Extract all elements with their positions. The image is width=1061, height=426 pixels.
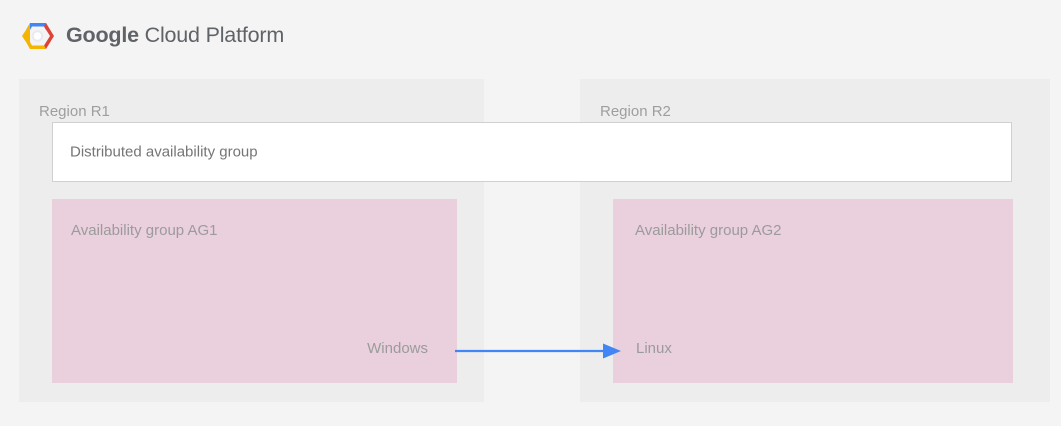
availability-group-title-ag1: Availability group AG1 [71,222,218,239]
distributed-availability-group-band: Distributed availability group [52,122,1012,182]
google-cloud-platform-logo-icon [22,20,54,52]
availability-group-os-ag1: Windows [367,340,428,357]
distributed-availability-group-label: Distributed availability group [70,143,258,161]
gcp-brand: Google Cloud Platform [22,18,284,54]
region-label-r1: Region R1 [39,103,110,120]
architecture-diagram: Region R1 Region R2 Distributed availabi… [5,62,1056,415]
availability-group-box-ag2: Availability group AG2 Linux [613,199,1013,383]
availability-group-os-ag2: Linux [636,340,672,357]
brand-title-google: Google [66,23,139,48]
region-label-r2: Region R2 [600,103,671,120]
availability-group-title-ag2: Availability group AG2 [635,222,782,239]
brand-title: Google Cloud Platform [66,25,284,47]
brand-title-cloud-platform: Cloud Platform [144,23,285,48]
availability-group-box-ag1: Availability group AG1 Windows [52,199,457,383]
